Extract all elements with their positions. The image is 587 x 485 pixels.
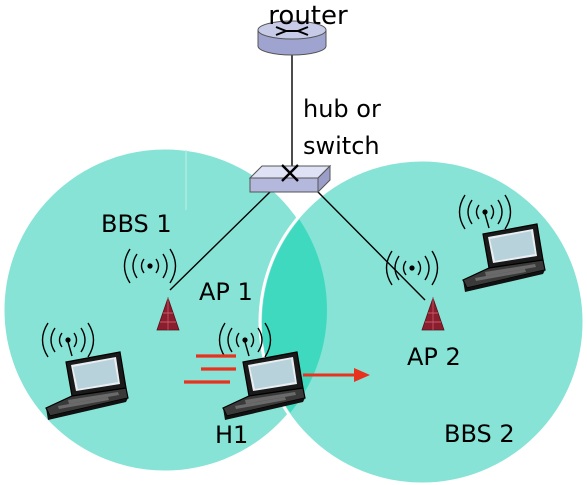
motion-arrow-icon: [303, 368, 370, 382]
bbs1-label: BBS 1: [101, 210, 172, 238]
hub-label-line1: hub or: [303, 95, 381, 123]
motion-lines-icon: [184, 354, 236, 384]
ap2-label: AP 2: [407, 343, 461, 371]
router-icon: [257, 20, 327, 56]
switch-ap2-link: [317, 191, 426, 301]
switch-icon: [248, 164, 332, 194]
hub-label-line2: switch: [303, 132, 380, 160]
router-label: router: [268, 1, 348, 31]
switch-ap1-link: [169, 191, 271, 291]
bbs2-label: BBS 2: [444, 420, 515, 448]
h1-label: H1: [215, 421, 248, 449]
ap1-label: AP 1: [199, 278, 253, 306]
